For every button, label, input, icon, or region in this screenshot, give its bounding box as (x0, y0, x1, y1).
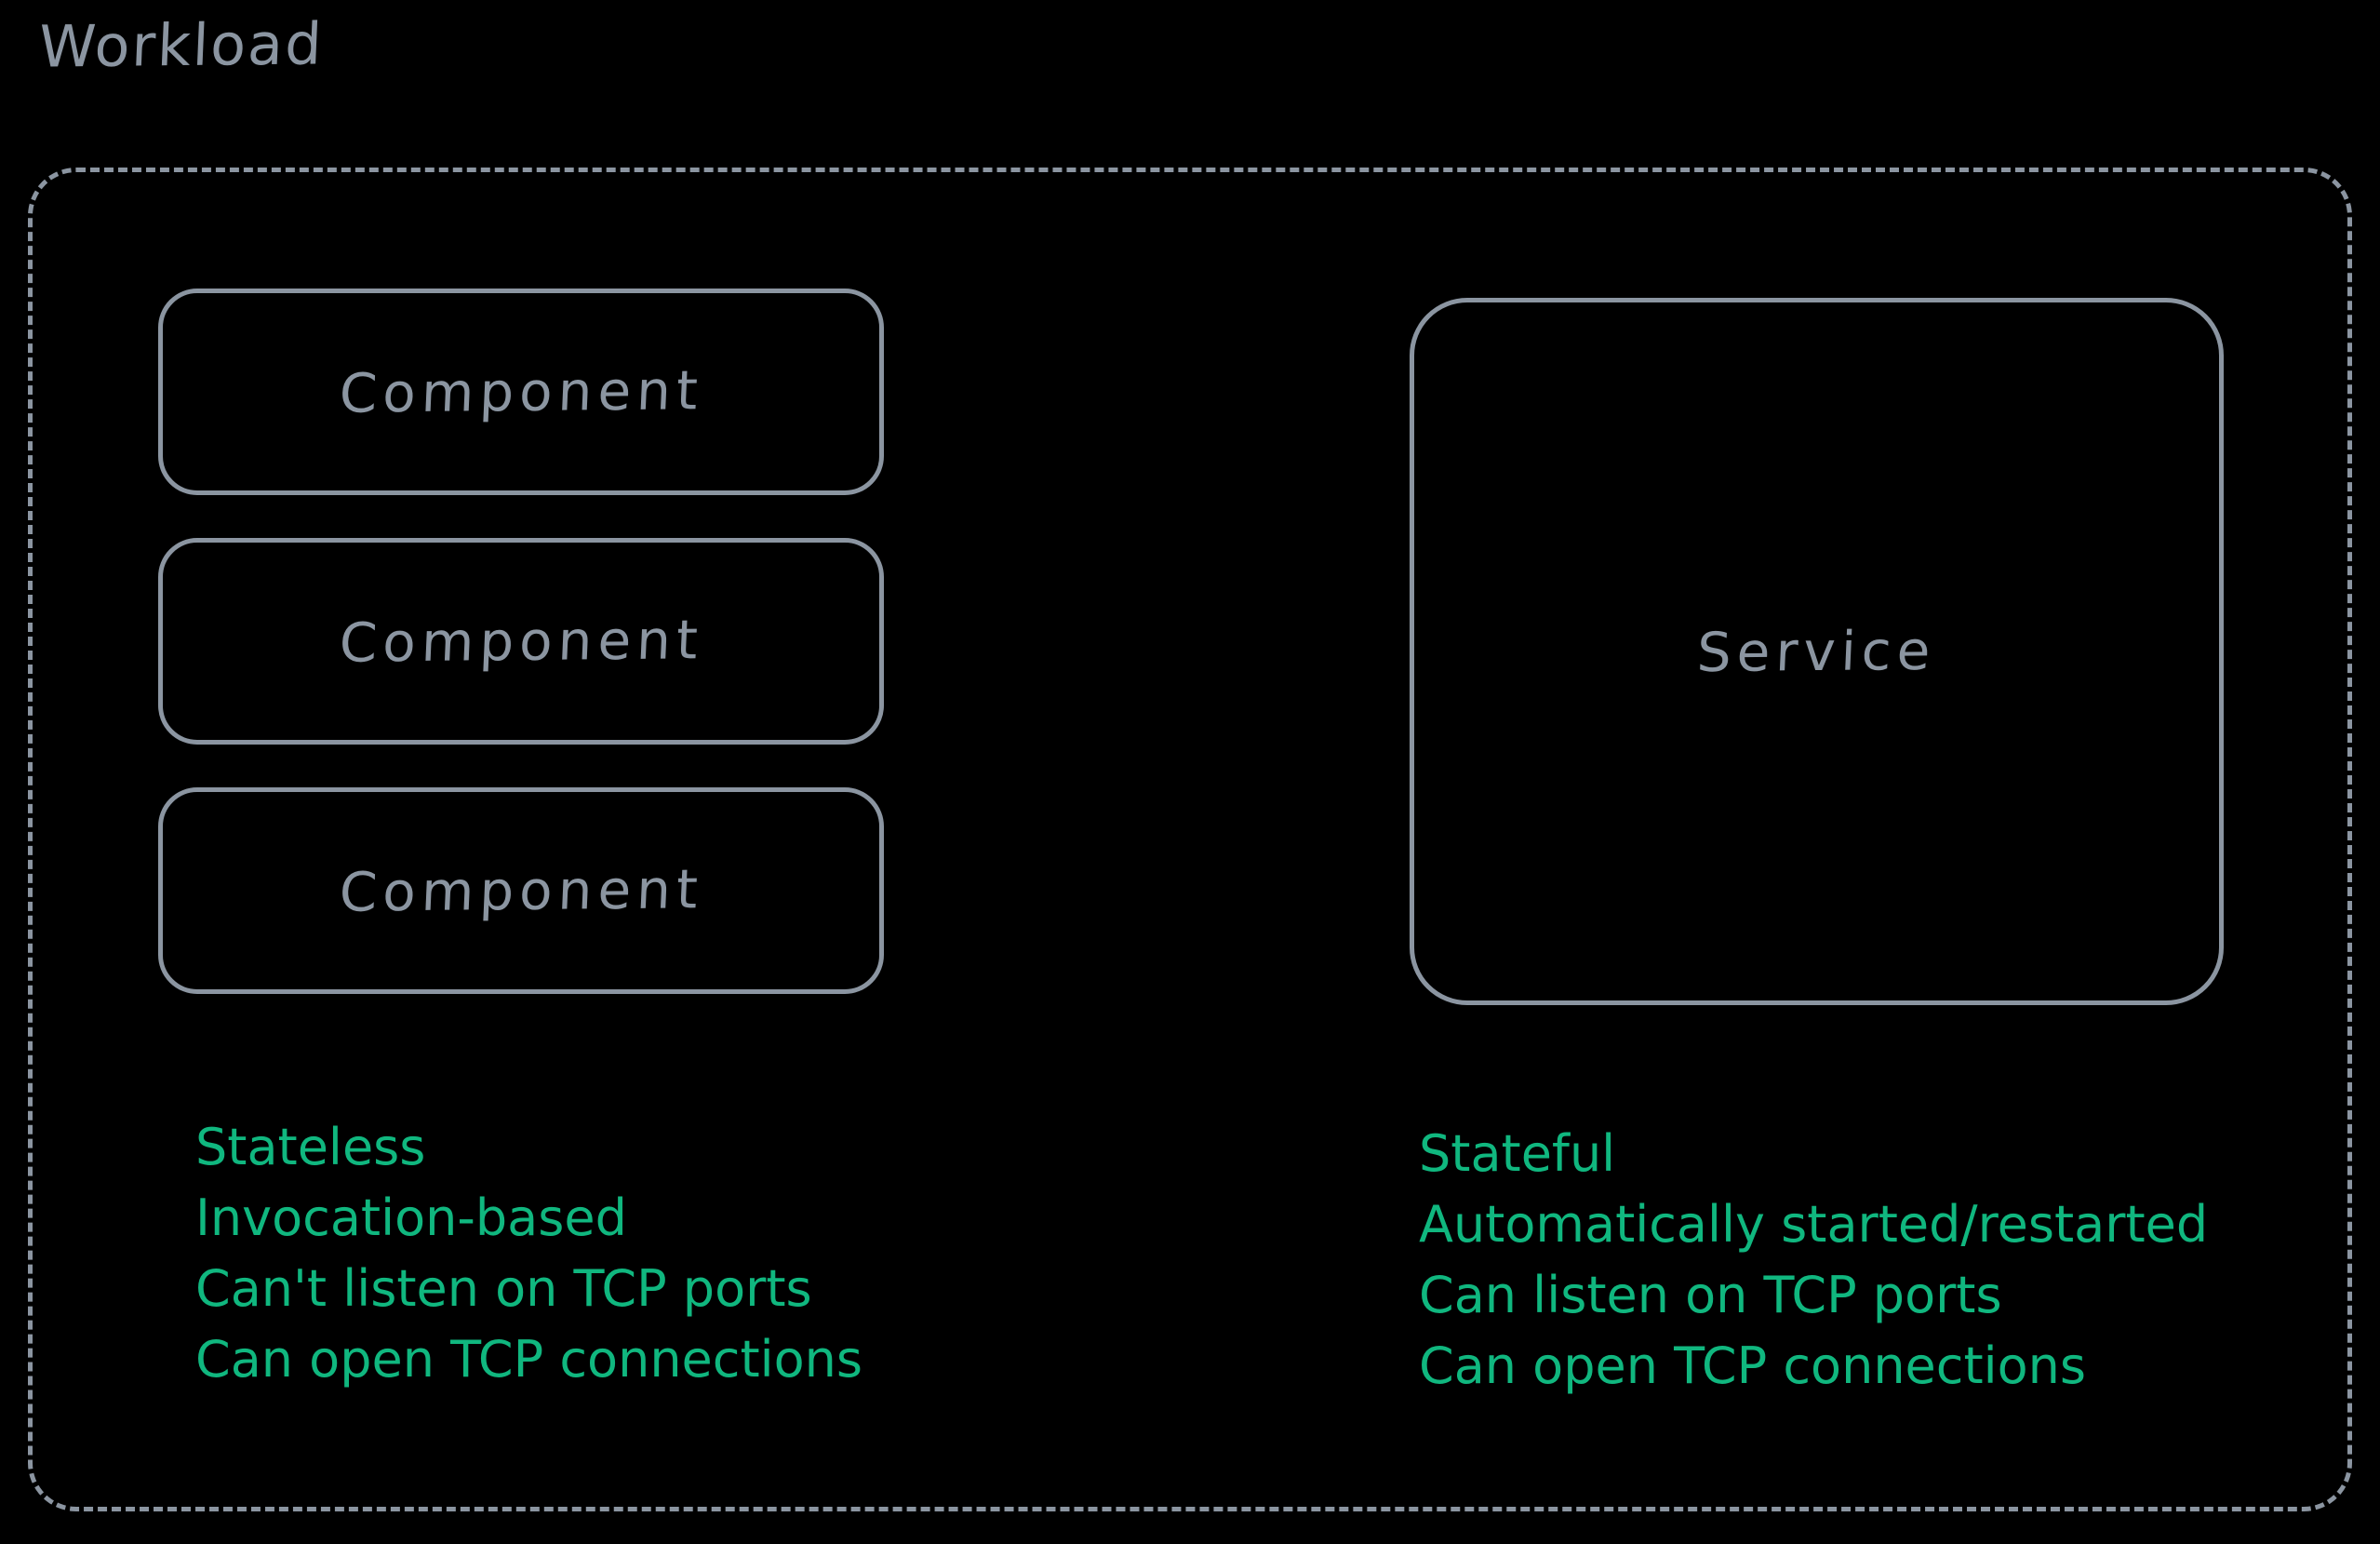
list-item: Invocation-based (195, 1188, 627, 1247)
list-item: Stateless (195, 1118, 426, 1176)
list-item: Stateful (1419, 1124, 1616, 1183)
component-node-1[interactable]: Component (158, 289, 884, 495)
service-notes-list: Stateful Automatically started/restarted… (1419, 1119, 2208, 1402)
component-notes-list: Stateless Invocation-based Can't listen … (195, 1112, 862, 1395)
service-node[interactable]: Service (1410, 298, 2224, 1005)
component-node-3[interactable]: Component (158, 787, 884, 994)
list-item: Can open TCP connections (195, 1330, 863, 1389)
list-item: Can't listen on TCP ports (195, 1259, 812, 1318)
workload-frame (28, 168, 2352, 1511)
list-item: Can listen on TCP ports (1419, 1266, 2002, 1324)
page-title: Workload (37, 9, 326, 81)
component-node-2[interactable]: Component (158, 538, 884, 745)
component-node-3-label: Component (338, 857, 704, 924)
component-node-2-label: Component (338, 608, 704, 675)
component-node-1-label: Component (338, 358, 704, 425)
list-item: Automatically started/restarted (1419, 1195, 2209, 1254)
list-item: Can open TCP connections (1419, 1336, 2087, 1395)
service-node-label: Service (1695, 618, 1938, 685)
